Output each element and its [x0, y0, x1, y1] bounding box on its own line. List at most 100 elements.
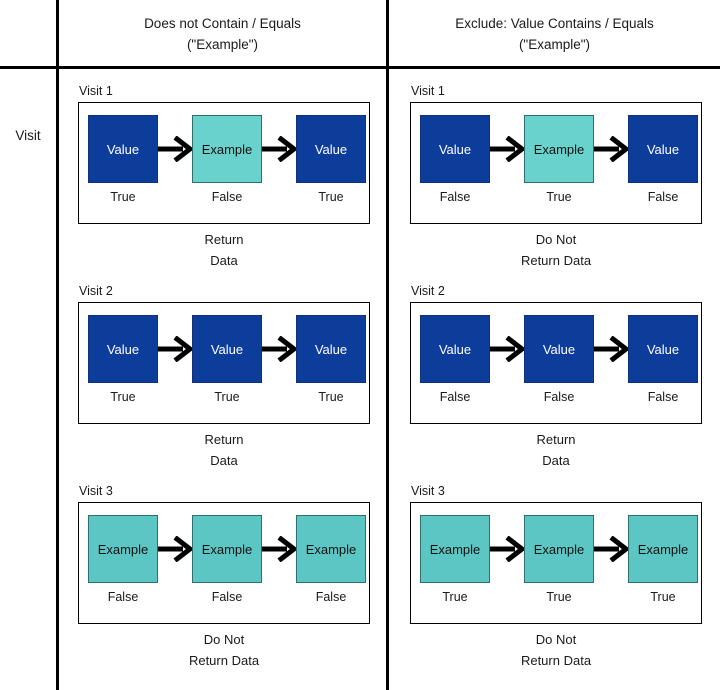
- node-box: Example: [296, 515, 366, 583]
- visit-caption-line2: Data: [210, 253, 238, 268]
- visit-title: Visit 2: [79, 284, 113, 298]
- visit-caption-line1: Return: [204, 432, 244, 447]
- node-flag: False: [647, 190, 679, 204]
- node-box: Value: [420, 315, 490, 383]
- node-box: Value: [296, 115, 366, 183]
- node-box: Value: [524, 315, 594, 383]
- visit-caption-line1: Do Not: [203, 632, 245, 647]
- visit-title: Visit 2: [411, 284, 445, 298]
- node-flag: False: [543, 390, 575, 404]
- node-box: Example: [192, 515, 262, 583]
- node-flag: False: [439, 390, 471, 404]
- column-divider-vertical: [386, 0, 389, 690]
- column-header-line1: Does not Contain / Equals: [144, 16, 301, 31]
- visit-caption-line2: Data: [210, 453, 238, 468]
- node-flag: True: [318, 190, 344, 204]
- arrow-right-icon: [594, 115, 628, 183]
- visit-caption-line2: Return Data: [520, 253, 592, 268]
- node-box: Example: [524, 115, 594, 183]
- node-box: Value: [628, 115, 698, 183]
- visit-caption-line2: Data: [542, 453, 570, 468]
- column-header-line1: Exclude: Value Contains / Equals: [455, 16, 654, 31]
- node-box: Example: [88, 515, 158, 583]
- arrow-right-icon: [490, 515, 524, 583]
- column-header-does-not-contain: Does not Contain / Equals ("Example"): [59, 6, 386, 62]
- node-flag: True: [214, 390, 240, 404]
- node-flag: False: [211, 190, 243, 204]
- arrow-right-icon: [262, 315, 296, 383]
- node-flag: False: [439, 190, 471, 204]
- visit-caption-line2: Return Data: [520, 653, 592, 668]
- column-header-line2: ("Example"): [186, 37, 259, 52]
- node-box: Value: [628, 315, 698, 383]
- node-box: Value: [420, 115, 490, 183]
- node-flag: False: [647, 390, 679, 404]
- arrow-right-icon: [158, 315, 192, 383]
- node-box: Value: [192, 315, 262, 383]
- node-flag: True: [110, 390, 136, 404]
- column-header-line2: ("Example"): [518, 37, 591, 52]
- node-box: Example: [420, 515, 490, 583]
- node-box: Example: [628, 515, 698, 583]
- visit-title: Visit 3: [79, 484, 113, 498]
- node-flag: False: [107, 590, 139, 604]
- arrow-right-icon: [594, 515, 628, 583]
- arrow-right-icon: [158, 115, 192, 183]
- column-header-exclude-value-contains: Exclude: Value Contains / Equals ("Examp…: [389, 6, 720, 62]
- node-box: Example: [524, 515, 594, 583]
- arrow-right-icon: [158, 515, 192, 583]
- row-header-visit: Visit: [15, 128, 41, 143]
- node-box: Value: [88, 315, 158, 383]
- arrow-right-icon: [490, 315, 524, 383]
- arrow-right-icon: [262, 115, 296, 183]
- visit-title: Visit 1: [411, 84, 445, 98]
- node-flag: True: [650, 590, 676, 604]
- visit-caption-line1: Return: [536, 432, 576, 447]
- arrow-right-icon: [594, 315, 628, 383]
- visit-caption-line1: Do Not: [535, 632, 577, 647]
- visit-title: Visit 1: [79, 84, 113, 98]
- arrow-right-icon: [490, 115, 524, 183]
- node-box: Example: [192, 115, 262, 183]
- node-flag: False: [315, 590, 347, 604]
- visit-caption-line2: Return Data: [188, 653, 260, 668]
